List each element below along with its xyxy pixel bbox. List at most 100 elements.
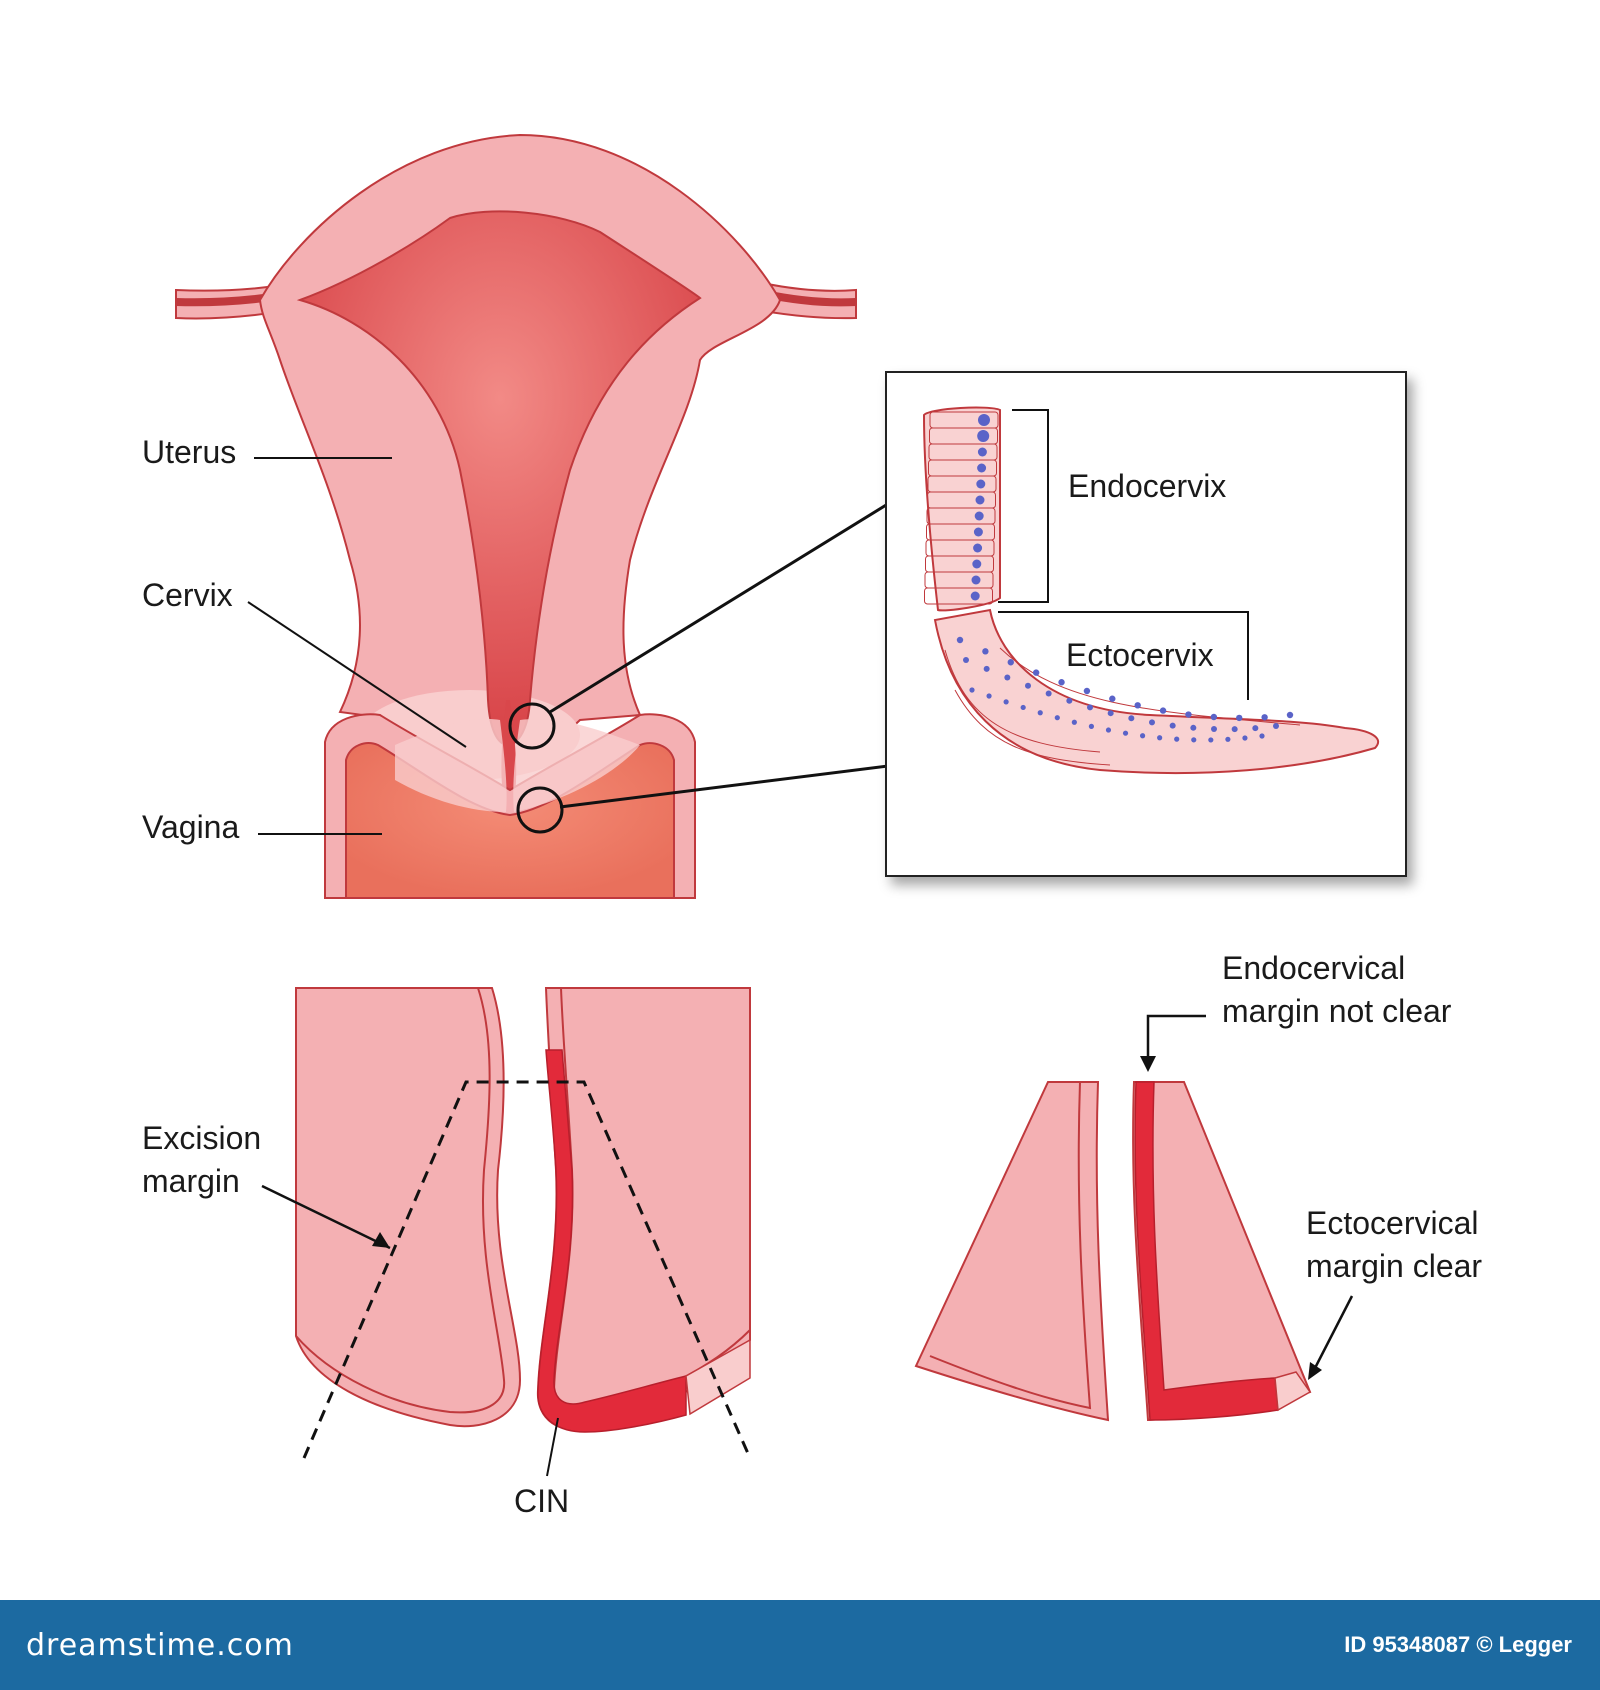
squamous-nucleus: [1174, 736, 1180, 742]
ectocervix-nuclei: [956, 636, 1294, 743]
ectocervix-bracket: [998, 611, 1249, 700]
endocervical-label-2: margin not clear: [1222, 993, 1452, 1029]
squamous-nucleus: [986, 693, 992, 699]
squamous-nucleus: [1083, 687, 1091, 695]
squamous-nucleus: [983, 665, 990, 672]
ectocervical-arrow: [1312, 1295, 1354, 1371]
ectocervical-label-1: Ectocervical: [1306, 1205, 1479, 1241]
squamous-nucleus: [1066, 697, 1073, 704]
squamous-nucleus: [1139, 733, 1146, 739]
cin-label: CIN: [514, 1483, 569, 1519]
excision-margin-label-2: margin: [142, 1163, 240, 1199]
squamous-nucleus: [1134, 702, 1141, 709]
squamous-nucleus: [1037, 710, 1043, 716]
cell-nucleus: [972, 559, 982, 569]
uterus-labels: Uterus Cervix Vagina: [142, 434, 467, 845]
squamous-nucleus: [1058, 679, 1065, 686]
squamous-nucleus: [1128, 715, 1135, 722]
endocervix-epithelium: [922, 406, 1001, 612]
cone-left-piece: [914, 1081, 1110, 1422]
cervix-label: Cervix: [142, 577, 233, 613]
excision-margin-arrow: [261, 1184, 391, 1250]
uterus-label: Uterus: [142, 434, 236, 470]
columnar-cell: [924, 587, 993, 605]
cell-nucleus: [973, 543, 983, 553]
left-cervix-tissue: [295, 987, 522, 1428]
cell-nucleus: [975, 495, 985, 505]
ectocervix-zoom-circle: [516, 786, 564, 834]
squamous-nucleus: [1169, 722, 1176, 729]
ectocervix-label: Ectocervix: [1066, 637, 1214, 673]
cell-nucleus: [976, 479, 986, 489]
squamous-nucleus: [1088, 723, 1095, 729]
endocervical-arrow: [1146, 1014, 1206, 1062]
squamous-nucleus: [1210, 713, 1218, 721]
squamous-nucleus: [1045, 690, 1052, 697]
squamous-nucleus: [1225, 736, 1231, 742]
squamous-nucleus: [1185, 711, 1192, 718]
endocervix-bracket: [998, 409, 1049, 603]
endocervical-label-1: Endocervical: [1222, 950, 1405, 986]
squamous-nucleus: [1020, 704, 1026, 711]
cell-nucleus: [971, 575, 981, 585]
squamous-nucleus: [1286, 711, 1294, 719]
squamous-nucleus: [1007, 659, 1014, 666]
cell-nucleus: [977, 463, 987, 473]
squamous-nucleus: [1087, 704, 1093, 711]
squamous-nucleus: [1105, 727, 1112, 733]
squamous-nucleus: [1191, 737, 1197, 743]
image-credit: ID 95348087 © Legger: [1344, 1632, 1572, 1657]
cervix-excision-diagram: Endocervix Ectocervix Uterus Cervix Vagi…: [142, 133, 1482, 1519]
ectocervical-label-2: margin clear: [1306, 1248, 1482, 1284]
squamous-nucleus: [982, 648, 989, 655]
excision-section: Excision margin CIN: [142, 987, 752, 1519]
squamous-nucleus: [1025, 682, 1031, 689]
cell-nucleus: [977, 447, 987, 457]
cervix-leader: [247, 601, 467, 748]
squamous-nucleus: [1259, 733, 1265, 739]
excision-margin-line: [302, 1080, 752, 1459]
squamous-nucleus: [1273, 723, 1279, 729]
dreamstime-logo[interactable]: dreamstime.com: [26, 1627, 294, 1663]
squamous-nucleus: [1107, 710, 1114, 717]
cell-nucleus: [970, 591, 980, 601]
squamous-nucleus: [1071, 719, 1077, 725]
squamous-nucleus: [1159, 707, 1167, 714]
squamous-nucleus: [1190, 724, 1197, 731]
squamous-nucleus: [1252, 725, 1259, 732]
squamous-nucleus: [1122, 730, 1129, 736]
squamous-nucleus: [1032, 669, 1040, 676]
squamous-nucleus: [1208, 737, 1214, 743]
cell-nucleus: [974, 511, 984, 521]
cell-nucleus: [978, 414, 990, 426]
squamous-nucleus: [969, 687, 975, 693]
squamous-nucleus: [1149, 719, 1155, 726]
uterine-cavity: [296, 210, 702, 747]
squamous-nucleus: [1231, 726, 1238, 733]
squamous-nucleus: [956, 636, 964, 644]
squamous-nucleus: [1157, 735, 1163, 741]
cell-nucleus: [973, 527, 983, 537]
squamous-nucleus: [1054, 715, 1060, 721]
cin-leader: [546, 1417, 559, 1477]
excised-cone: Endocervical margin not clear Ectocervic…: [914, 950, 1482, 1422]
endocervix-connector: [549, 476, 931, 714]
squamous-nucleus: [1261, 714, 1268, 721]
vagina-label: Vagina: [142, 809, 239, 845]
endocervix-zoom-circle: [508, 702, 556, 750]
squamous-nucleus: [1003, 699, 1009, 705]
endocervix-label: Endocervix: [1068, 468, 1226, 504]
squamous-nucleus: [1109, 695, 1116, 702]
squamous-nucleus: [963, 657, 969, 663]
squamous-nucleus: [1004, 674, 1011, 681]
squamous-nucleus: [1242, 735, 1248, 741]
ectocervix-bulge: [395, 719, 507, 812]
squamous-nucleus: [1236, 714, 1243, 722]
footer-bar: dreamstime.com ID 95348087 © Legger: [0, 1600, 1600, 1690]
excision-margin-label-1: Excision: [142, 1120, 261, 1156]
cin-band: [537, 1049, 687, 1433]
squamous-nucleus: [1211, 725, 1217, 732]
histology-inset: Endocervix Ectocervix: [885, 371, 1407, 877]
uterus-illustration: [175, 133, 857, 899]
cell-nucleus: [977, 430, 990, 442]
